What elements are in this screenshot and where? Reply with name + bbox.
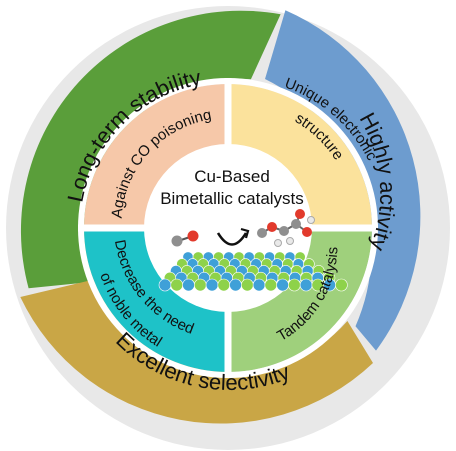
product-carbon-atom [291, 219, 301, 229]
product-hydrogen-atom [286, 237, 294, 245]
product-carbon-atom [279, 226, 289, 236]
product-oxygen-atom [302, 227, 312, 237]
product-oxygen-atom [267, 222, 277, 232]
slab-atom [193, 278, 207, 292]
carbon-atom [171, 235, 183, 247]
slab-atom [299, 278, 313, 292]
slab-atom [288, 278, 301, 292]
reaction-arrow-icon [216, 227, 250, 246]
center-title-line2: Bimetallic catalysts [160, 189, 304, 208]
slab-atom [264, 278, 278, 292]
slab-atom [158, 278, 172, 292]
slab-atom [182, 278, 195, 292]
slab-atom [170, 278, 184, 292]
outer-sector-activity [265, 10, 421, 351]
center-title-line1: Cu-Based [194, 167, 270, 186]
catalyst-surface-slab [158, 251, 348, 292]
c2-product-molecule-icon [257, 209, 315, 247]
slab-atom [217, 278, 231, 292]
slab-atom [241, 278, 254, 292]
product-oxygen-atom [295, 209, 305, 219]
slab-atom [335, 278, 348, 292]
co-molecule-icon [171, 230, 199, 247]
slab-atom [252, 278, 266, 292]
product-hydrogen-atom [307, 216, 315, 224]
ring-separator [78, 78, 378, 378]
product-carbon-atom [257, 228, 267, 238]
product-hydrogen-atom [274, 239, 282, 247]
slab-atom [229, 278, 242, 292]
oxygen-atom [187, 230, 199, 242]
slab-atom [276, 278, 289, 292]
slab-atom [205, 278, 219, 292]
